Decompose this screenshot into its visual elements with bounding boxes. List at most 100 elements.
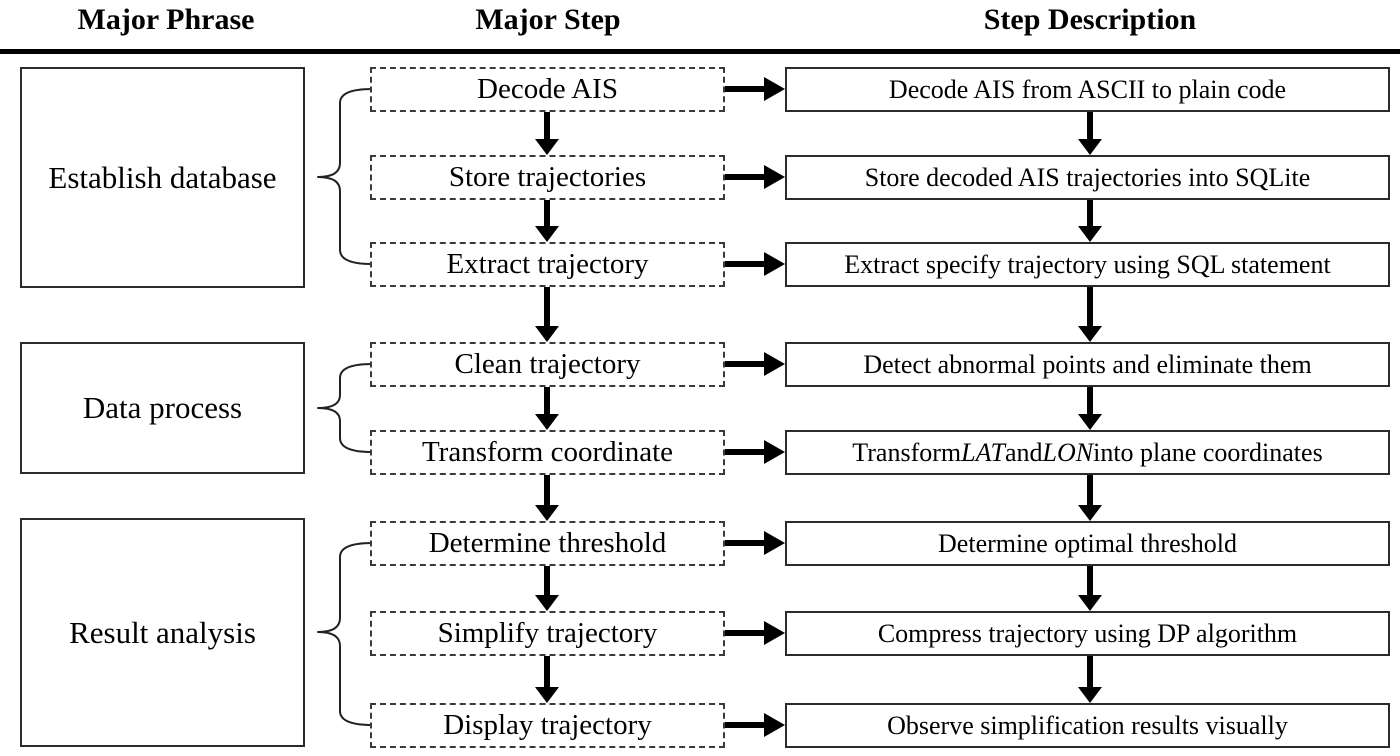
arrow-head [764, 252, 785, 276]
description-text: Decode AIS from ASCII to plain code [888, 74, 1287, 104]
arrow-stem [544, 200, 550, 229]
arrow-head [535, 326, 559, 342]
major-step-box: Transform coordinate [370, 430, 725, 475]
major-step-box: Clean trajectory [370, 342, 725, 387]
step-description-box: Compress trajectory using DP algorithm [785, 611, 1390, 656]
arrow-stem [725, 722, 766, 728]
arrow-stem [725, 540, 766, 546]
major-step-box: Determine threshold [370, 521, 725, 566]
arrow-stem [544, 566, 550, 598]
arrow-head [535, 226, 559, 242]
major-step-box: Simplify trajectory [370, 611, 725, 656]
major-step-box: Extract trajectory [370, 242, 725, 287]
arrow-stem [1087, 475, 1093, 508]
arrow-stem [725, 86, 766, 92]
description-text: Detect abnormal points and eliminate the… [863, 349, 1312, 379]
column-header-major-phrase: Major Phrase [77, 3, 255, 36]
arrow-head [1078, 139, 1102, 155]
step-description-box: Transform LAT and LON into plane coordin… [785, 430, 1390, 475]
brace-result-analysis [317, 542, 373, 726]
major-step-box: Display trajectory [370, 703, 725, 748]
arrow-head [764, 531, 785, 555]
step-description-box: Store decoded AIS trajectories into SQLi… [785, 155, 1390, 200]
arrow-stem [544, 112, 550, 142]
flow-down-arrow [534, 200, 560, 242]
description-text: Compress trajectory using DP algorithm [877, 618, 1298, 648]
step-to-description-arrow [725, 76, 785, 102]
flow-down-arrow [1077, 200, 1103, 242]
flow-down-arrow [534, 112, 560, 155]
step-to-description-arrow [725, 164, 785, 190]
description-text-italic: LON [1042, 437, 1094, 467]
arrow-stem [1087, 200, 1093, 229]
description-text: Transform [852, 437, 962, 467]
description-text: Store decoded AIS trajectories into SQLi… [864, 162, 1311, 192]
arrow-stem [1087, 656, 1093, 690]
step-description-box: Decode AIS from ASCII to plain code [785, 67, 1390, 112]
arrow-head [1078, 505, 1102, 521]
arrow-head [535, 687, 559, 703]
brace-establish-database [317, 88, 373, 265]
description-text: and [1004, 437, 1043, 467]
arrow-head [1078, 687, 1102, 703]
flow-down-arrow [1077, 475, 1103, 521]
arrow-stem [1087, 112, 1093, 142]
arrow-head [1078, 226, 1102, 242]
major-step-box: Store trajectories [370, 155, 725, 200]
flow-down-arrow [1077, 566, 1103, 611]
flow-down-arrow [534, 656, 560, 703]
description-text: Extract specify trajectory using SQL sta… [844, 249, 1331, 279]
flow-down-arrow [534, 387, 560, 430]
step-description-box: Observe simplification results visually [785, 703, 1390, 748]
step-description-box: Detect abnormal points and eliminate the… [785, 342, 1390, 387]
arrow-stem [725, 449, 766, 455]
arrow-head [535, 139, 559, 155]
arrow-head [535, 505, 559, 521]
brace-data-process [317, 363, 373, 453]
arrow-stem [725, 261, 766, 267]
flow-down-arrow [1077, 656, 1103, 703]
header-divider [0, 49, 1400, 54]
phase-box-result-analysis: Result analysis [20, 518, 305, 747]
arrow-head [764, 165, 785, 189]
description-text: into plane coordinates [1093, 437, 1323, 467]
phase-box-data-process: Data process [20, 342, 305, 474]
arrow-stem [725, 361, 766, 367]
step-to-description-arrow [725, 530, 785, 556]
step-to-description-arrow [725, 712, 785, 738]
arrow-stem [725, 174, 766, 180]
column-header-major-step: Major Step [475, 3, 621, 36]
arrow-stem [544, 287, 550, 329]
arrow-head [764, 77, 785, 101]
arrow-stem [544, 475, 550, 508]
description-text: Observe simplification results visually [887, 710, 1288, 740]
arrow-stem [544, 656, 550, 690]
flow-down-arrow [534, 475, 560, 521]
step-to-description-arrow [725, 351, 785, 377]
arrow-head [535, 595, 559, 611]
flow-down-arrow [1077, 112, 1103, 155]
arrow-head [764, 352, 785, 376]
arrow-head [1078, 595, 1102, 611]
column-header-step-description: Step Description [983, 3, 1197, 36]
step-description-box: Determine optimal threshold [785, 521, 1390, 566]
flow-down-arrow [534, 566, 560, 611]
arrow-head [535, 414, 559, 430]
arrow-head [1078, 326, 1102, 342]
arrow-stem [1087, 387, 1093, 417]
step-description-box: Extract specify trajectory using SQL sta… [785, 242, 1390, 287]
arrow-head [1078, 414, 1102, 430]
step-to-description-arrow [725, 251, 785, 277]
flow-down-arrow [534, 287, 560, 342]
arrow-head [764, 440, 785, 464]
arrow-stem [544, 387, 550, 417]
step-to-description-arrow [725, 439, 785, 465]
arrow-head [764, 713, 785, 737]
arrow-stem [725, 630, 766, 636]
description-text-italic: LAT [961, 437, 1005, 467]
arrow-head [764, 621, 785, 645]
major-step-box: Decode AIS [370, 67, 725, 112]
phase-box-establish-database: Establish database [20, 67, 305, 288]
arrow-stem [1087, 287, 1093, 329]
